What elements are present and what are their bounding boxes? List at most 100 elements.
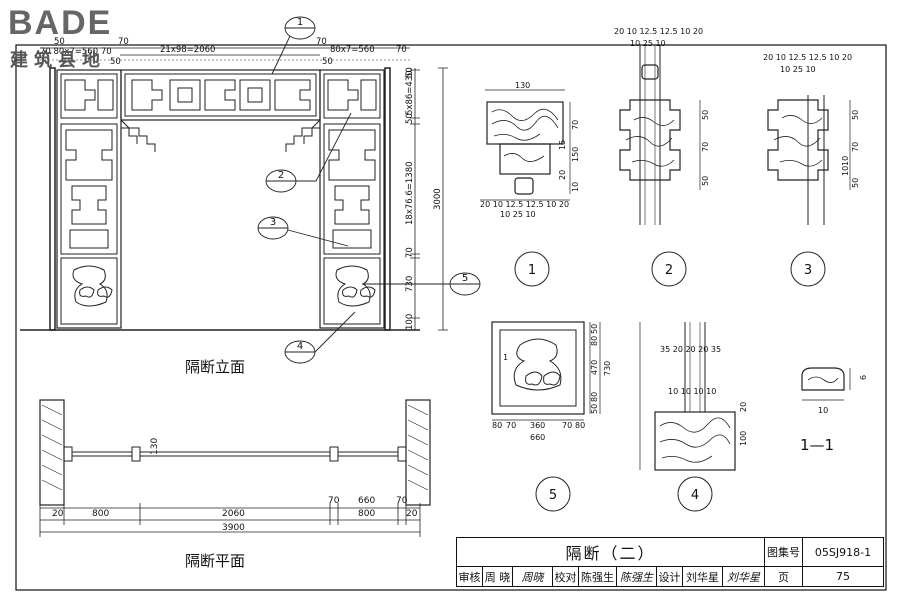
d5-bottom-0: 80 — [492, 421, 502, 430]
page-number: 75 — [836, 570, 850, 583]
detail-3-dims: 20 10 12.5 12.5 10 20 10 25 10 50 70 10 … — [763, 53, 860, 188]
plan-dim-2060: 2060 — [222, 509, 245, 519]
detail-2 — [619, 45, 701, 225]
section-dim-w: 10 — [818, 406, 828, 415]
d3-side-3: 10 — [841, 166, 850, 176]
d5-bottom-2: 360 — [530, 421, 545, 430]
dim-top-right: 80x7=560 — [330, 45, 375, 55]
dim-right-2: 50 — [405, 113, 415, 124]
dim-top-center: 21x98=2060 — [160, 45, 215, 55]
section-dim-h: 6 — [859, 375, 868, 380]
page-label: 页 — [765, 566, 803, 587]
plan-dim-800b: 800 — [358, 509, 375, 519]
plan-dim-800: 800 — [92, 509, 109, 519]
callout-numbers: 1 2 3 4 5 — [270, 17, 468, 352]
d5-side-3: 730 — [603, 361, 612, 376]
dim-right-total: 3000 — [433, 188, 443, 210]
d5-mark: 1 — [503, 353, 508, 362]
plan-dimensions: 20 800 2060 70 660 70 800 20 3900 130 — [52, 438, 418, 533]
detail-4-dims: 35 20 20 20 35 10 10 10 10 20 100 — [660, 345, 748, 446]
d5-side-1: 80 — [590, 336, 599, 346]
d1-bottom2: 10 25 10 — [500, 210, 536, 219]
d3-side-0: 50 — [851, 110, 860, 120]
checker-signature: 陈强生 — [617, 566, 657, 587]
detail-id-1: 1 — [528, 263, 536, 278]
logo-brand: BADE — [8, 4, 113, 42]
designer-name: 刘华星 — [683, 566, 723, 587]
plan-dim-70b: 70 — [396, 496, 408, 506]
d1-bottom: 20 10 12.5 12.5 10 20 — [480, 200, 569, 209]
dim-top-left-a: 50 — [54, 37, 65, 47]
dim-top-right-70b: 70 — [396, 45, 407, 55]
detail-id-3: 3 — [804, 263, 812, 278]
d2-side-2: 50 — [701, 176, 710, 186]
d5-side-0: 50 — [590, 324, 599, 334]
detail-id-4: 4 — [691, 488, 699, 503]
detail-3 — [767, 95, 851, 225]
dim-right-3: 18x76.6=1380 — [405, 161, 415, 225]
d1-side-2: 150 — [571, 147, 580, 162]
callout-1: 1 — [297, 17, 303, 28]
detail-5 — [491, 321, 601, 421]
dim-top-right-50: 50 — [322, 57, 333, 67]
d3-side-1: 70 — [851, 142, 860, 152]
title-block: 隔断（二） 图集号 05SJ918-1 审核 周 晓 周晓 校对 陈强生 陈强生… — [456, 537, 884, 587]
dim-top-left-row: 70 80x7=560 70 — [40, 47, 112, 57]
d5-bottom-4: 80 — [575, 421, 585, 430]
dim-right-1: 5x86=430 — [405, 70, 415, 115]
brand-logo: BADE 建筑县地 — [6, 4, 156, 71]
dim-top-left-b: 70 — [118, 37, 129, 47]
plan-dim-660: 660 — [358, 496, 375, 506]
detail-id-circles — [514, 251, 826, 512]
d2-side-0: 50 — [701, 110, 710, 120]
review-label: 审核 — [457, 566, 483, 587]
d1-side-4: 10 — [571, 182, 580, 192]
d2-top: 20 10 12.5 12.5 10 20 — [614, 27, 703, 36]
section-caption: 1—1 — [800, 436, 834, 454]
designer-signature: 刘华星 — [723, 566, 765, 587]
signature-row: 审核 周 晓 周晓 校对 陈强生 陈强生 设计 刘华星 刘华星 页 75 — [457, 566, 883, 587]
detail-4 — [639, 322, 736, 471]
d5-bottom-total: 660 — [530, 433, 545, 442]
d4-side-1: 100 — [739, 431, 748, 446]
section-1-1 — [801, 367, 851, 401]
d5-bottom-1: 70 — [506, 421, 516, 430]
reviewer-signature: 周晓 — [513, 566, 553, 587]
atlas-label: 图集号 — [765, 538, 803, 566]
d1-side-0: 70 — [571, 120, 580, 130]
drawing-title: 隔断（二） — [457, 538, 765, 566]
dim-top-right-70a: 70 — [316, 37, 327, 47]
detail-id-2: 2 — [665, 263, 673, 278]
d2-top2: 10 25 10 — [630, 39, 666, 48]
detail-5-dims: 1 50 80 470 730 80 50 80 70 360 70 80 66… — [492, 324, 612, 442]
detail-1-dims: 130 20 10 12.5 12.5 10 20 10 25 10 70 15… — [480, 81, 580, 219]
d4-side-0: 20 — [739, 402, 748, 412]
plan-dim-20b: 20 — [406, 509, 418, 519]
check-label: 校对 — [553, 566, 579, 587]
dim-right-6: 100 — [405, 314, 415, 330]
atlas-number: 05SJ918-1 — [814, 545, 872, 559]
plan-view — [39, 399, 431, 537]
d5-side-4: 80 — [590, 392, 599, 402]
elevation-caption: 隔断立面 — [185, 358, 245, 376]
plan-dim-20: 20 — [52, 509, 64, 519]
logo-sub: 建筑县地 — [10, 50, 106, 71]
d1-top: 130 — [515, 81, 530, 90]
dim-top-left-50: 50 — [110, 57, 121, 67]
design-label: 设计 — [657, 566, 683, 587]
sheet-border — [15, 44, 887, 591]
plan-dim-post: 130 — [150, 438, 160, 455]
elevation-dimensions: 21x98=2060 80x7=560 50 70 70 80x7=560 70… — [40, 37, 443, 330]
dim-right-4: 70 — [405, 247, 415, 258]
callouts — [257, 16, 481, 364]
plan-caption: 隔断平面 — [185, 552, 245, 570]
d1-side-1: 15 — [558, 140, 567, 150]
plan-dim-total: 3900 — [222, 523, 245, 533]
callout-2: 2 — [278, 170, 284, 181]
d5-bottom-3: 70 — [562, 421, 572, 430]
d4-top: 35 20 20 20 35 — [660, 345, 721, 354]
reviewer-name: 周 晓 — [483, 566, 513, 587]
title-row: 隔断（二） 图集号 05SJ918-1 — [457, 538, 883, 567]
